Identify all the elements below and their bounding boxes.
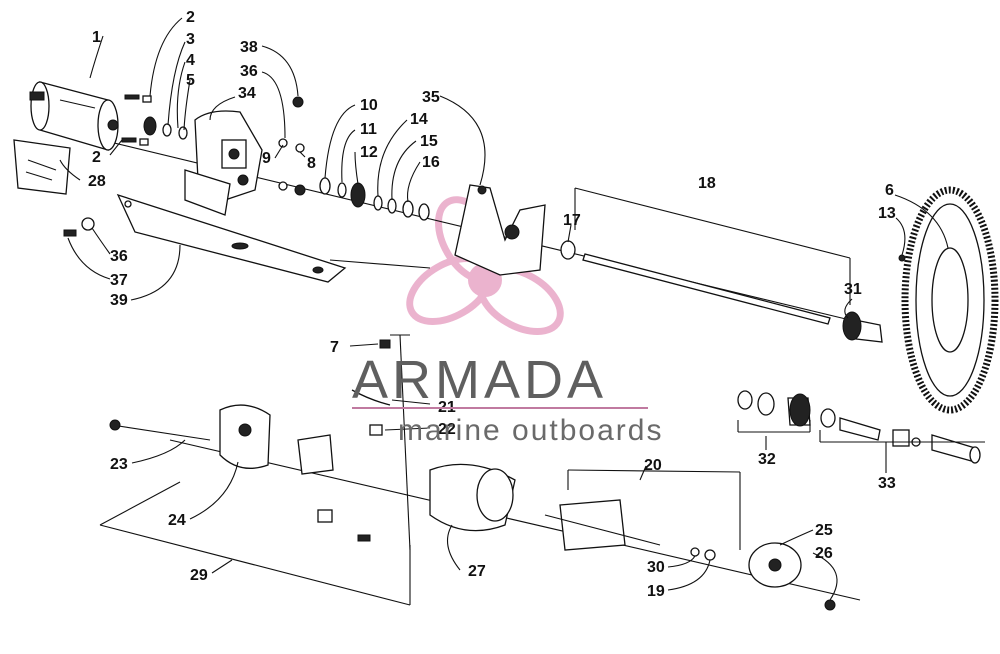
part-label: 38 [240, 39, 258, 56]
bendix-parts [737, 390, 985, 464]
part-label: 24 [168, 512, 186, 529]
leader-lines [59, 17, 949, 601]
part-label: 9 [262, 150, 271, 167]
part-label: 37 [110, 272, 128, 289]
part-label: 20 [644, 457, 662, 474]
part-label: 39 [110, 292, 128, 309]
part-label: 34 [238, 85, 256, 102]
part-labels: 1 2 3 4 5 34 38 36 9 8 10 11 12 14 15 16… [88, 9, 896, 600]
part-label: 18 [698, 175, 716, 192]
small-hardware-top-left [121, 94, 188, 146]
part-label: 33 [878, 475, 896, 492]
part-label: 28 [88, 173, 106, 190]
lower-motor-assembly [109, 404, 836, 611]
part-label: 14 [410, 111, 428, 128]
part-label: 6 [885, 182, 894, 199]
drive-shaft [560, 187, 851, 325]
propeller-logo [406, 196, 564, 335]
part-label: 32 [758, 451, 776, 468]
part-label: 31 [844, 281, 862, 298]
terminal-hardware [317, 334, 411, 551]
part-label: 25 [815, 522, 833, 539]
part-label: 17 [563, 212, 581, 229]
part-label: 3 [186, 31, 195, 48]
lever-bracket [454, 184, 546, 276]
part-label: 26 [815, 545, 833, 562]
part-label: 12 [360, 144, 378, 161]
screw-and-washer [63, 217, 95, 237]
pinion-stack [319, 177, 430, 221]
part-label: 11 [360, 121, 377, 138]
decal-sheet [13, 139, 71, 195]
part-label: 29 [190, 567, 208, 584]
part-label: 23 [110, 456, 128, 473]
starter-motor [29, 81, 119, 151]
part-label: 27 [468, 563, 486, 580]
part-label: 35 [422, 89, 440, 106]
part-label: 30 [647, 559, 665, 576]
flywheel-ring-gear [898, 186, 999, 414]
part-label: 16 [422, 154, 440, 171]
part-label: 36 [240, 63, 258, 80]
part-label: 4 [186, 52, 195, 69]
mounting-plate [116, 193, 347, 283]
part-label: 10 [360, 97, 378, 114]
part-label: 2 [186, 9, 195, 26]
drive-housing-bracket [184, 110, 263, 216]
group-bracket-29 [99, 481, 411, 606]
watermark-tagline: marine outboards [398, 414, 663, 447]
watermark-brand: ARMADA [352, 350, 607, 410]
watermark: ARMADA marine outboards [352, 350, 663, 447]
part-label: 7 [330, 339, 339, 356]
nuts-washers-upper [278, 96, 306, 196]
part-label: 1 [92, 29, 101, 46]
part-label: 2 [92, 149, 101, 166]
part-label: 36 [110, 248, 128, 265]
part-label: 19 [647, 583, 665, 600]
part-label: 5 [186, 72, 195, 89]
part-label: 15 [420, 133, 438, 150]
part-label: 13 [878, 205, 896, 222]
part-label: 22 [438, 421, 456, 438]
part-label: 8 [307, 155, 316, 172]
pinion-gear [842, 311, 883, 343]
